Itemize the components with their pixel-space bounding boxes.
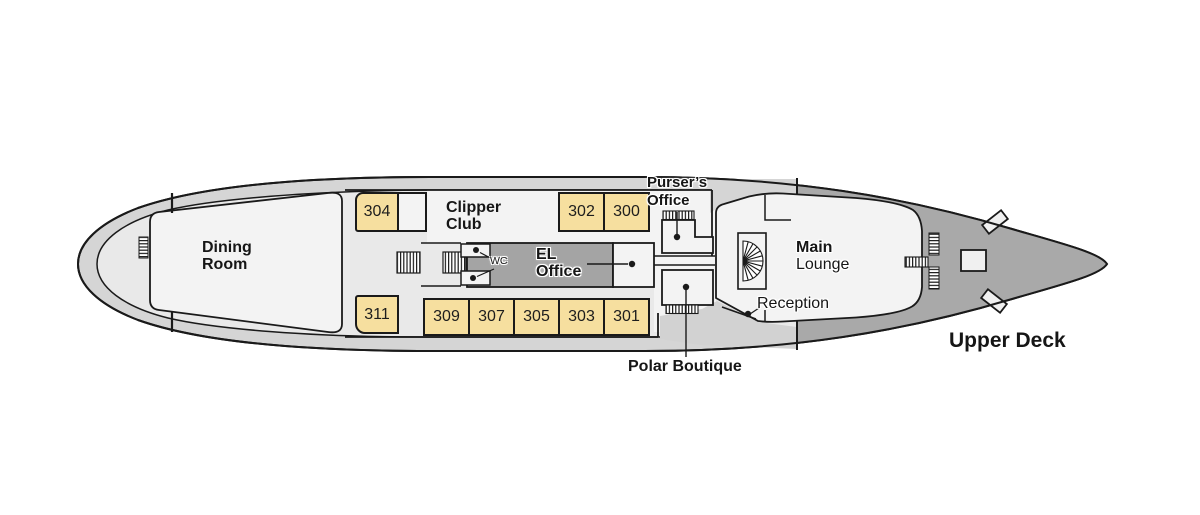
pursers-office-room <box>661 219 714 254</box>
cabin-305-number: 305 <box>523 308 550 325</box>
wc-lower-marker-dot <box>470 275 476 281</box>
cabin-300-number: 300 <box>613 203 640 220</box>
main-lounge-label: Main Lounge <box>796 239 849 273</box>
ladder-icon-aft-lower <box>928 266 940 290</box>
hull-wedge-top <box>710 179 797 213</box>
cabin-307: 307 <box>468 298 515 336</box>
stairs-icon-port <box>396 251 421 274</box>
cabin-302-number: 302 <box>568 203 595 220</box>
cabin-311: 311 <box>355 295 399 334</box>
dining-room <box>149 191 343 334</box>
small-unlabeled-room <box>397 192 427 232</box>
clipper-club-label-line2: Club <box>446 216 482 233</box>
reception-marker-dot <box>744 310 752 318</box>
cabin-304: 304 <box>355 192 399 232</box>
lounge-vestibule-wall <box>764 195 791 221</box>
wc-leader-lower <box>476 268 495 278</box>
cabin-305: 305 <box>513 298 560 336</box>
pursers-office-label: Purser’s Office <box>647 174 707 210</box>
el-office-marker-dot <box>628 260 636 268</box>
cabin-307-number: 307 <box>478 308 505 325</box>
wc-label: WC <box>490 255 508 267</box>
cabin-309-number: 309 <box>433 308 460 325</box>
wc-upper-marker-dot <box>473 247 479 253</box>
main-lounge-room <box>715 192 923 323</box>
main-lounge-label-line1: Main <box>796 239 833 256</box>
spiral-staircase-icon <box>742 240 764 282</box>
polar-boutique-label: Polar Boutique <box>628 358 742 375</box>
el-office-label: EL Office <box>536 246 581 280</box>
cabin-302: 302 <box>558 192 605 232</box>
pursers-office-marker-dot <box>673 233 681 241</box>
reception-label: Reception <box>757 295 830 312</box>
dining-room-label-line1: Dining <box>202 239 252 256</box>
polar-boutique-hatch-icon <box>665 304 699 315</box>
dining-room-label-line2: Room <box>202 256 248 273</box>
cabin-301-number: 301 <box>613 308 640 325</box>
dining-room-label: Dining Room <box>202 239 252 273</box>
pursers-office-label-line2: Office <box>647 192 690 209</box>
cabin-303: 303 <box>558 298 605 336</box>
hull-outline-stroke <box>76 176 1109 352</box>
reception-leader-line <box>749 307 760 315</box>
main-lounge-label-line2: Lounge <box>796 256 850 273</box>
clipper-club-label: Clipper Club <box>446 199 501 233</box>
pursers-office-hatch-icon <box>662 210 695 221</box>
gangway-hatch-icon <box>904 256 929 268</box>
pursers-office-label-line1: Purser’s <box>647 174 708 191</box>
deck-name-label: Upper Deck <box>949 329 1066 352</box>
el-office-room <box>466 242 614 288</box>
cabin-301: 301 <box>603 298 650 336</box>
cabin-303-number: 303 <box>568 308 595 325</box>
polar-boutique-marker-dot <box>682 283 690 291</box>
wc-leader-upper <box>479 251 497 262</box>
clipper-club-label-line1: Clipper <box>446 199 502 216</box>
reception-counter <box>721 306 766 322</box>
aft-deck-box <box>960 249 987 272</box>
ladder-icon-aft-upper <box>928 232 940 256</box>
el-office-label-line2: Office <box>536 263 582 280</box>
ladder-icon-port-hull <box>138 236 149 259</box>
cabin-309: 309 <box>423 298 470 336</box>
aft-bench-top <box>980 209 1010 235</box>
cabin-304-number: 304 <box>363 203 391 220</box>
el-office-label-line1: EL <box>536 246 557 263</box>
cabin-311-number: 311 <box>364 305 390 323</box>
cabin-300: 300 <box>603 192 650 232</box>
